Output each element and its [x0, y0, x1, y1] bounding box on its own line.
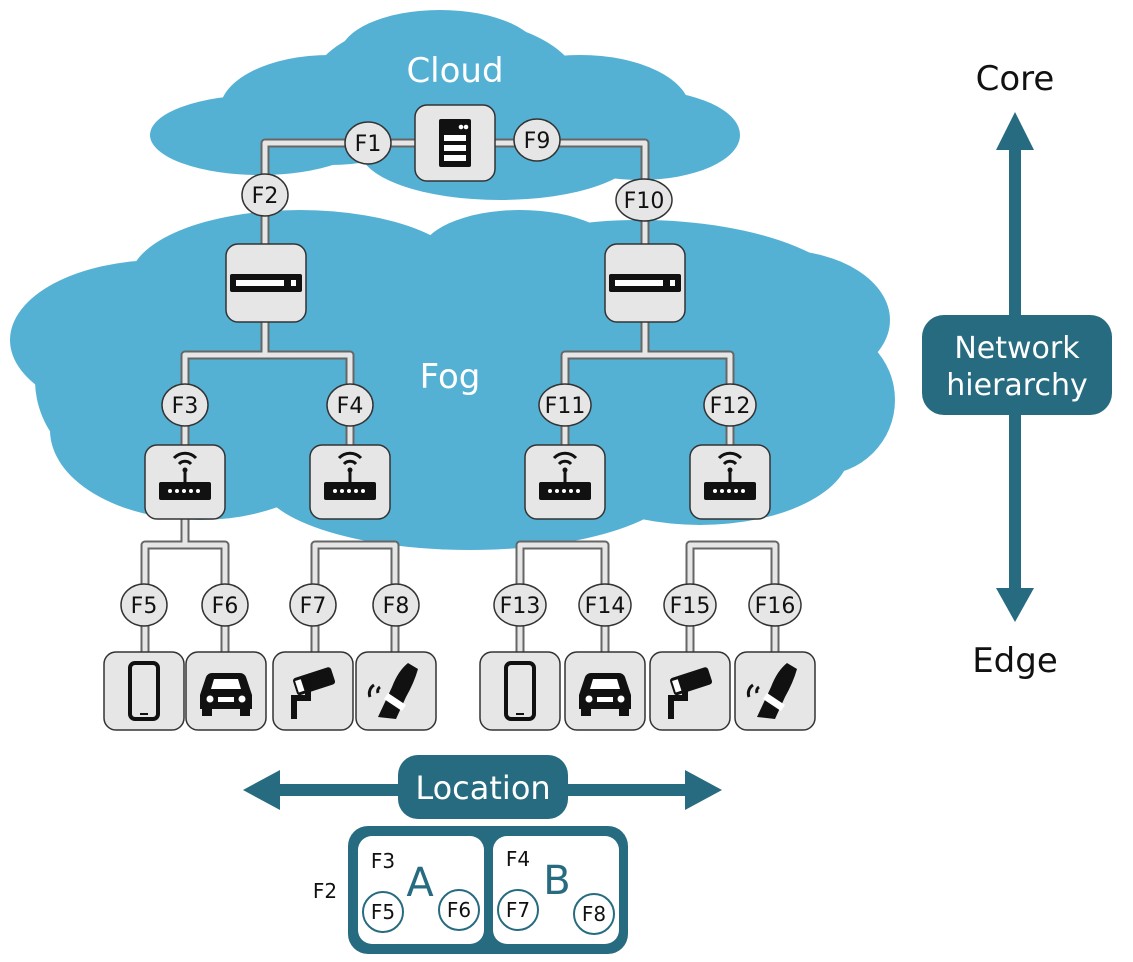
- function-f7: F7: [289, 583, 337, 627]
- function-f16-label: F16: [755, 594, 796, 619]
- function-f3: F3: [161, 383, 209, 427]
- function-f4: F4: [326, 383, 374, 427]
- location-pill: [398, 755, 568, 819]
- arrow-up-icon: [996, 112, 1034, 150]
- function-f1-label: F1: [355, 132, 382, 157]
- switch-node-left: [225, 243, 307, 323]
- function-f2-label: F2: [252, 184, 279, 209]
- router-node-2: [309, 444, 391, 520]
- function-f10-label: F10: [624, 189, 665, 214]
- function-f13-label: F13: [500, 594, 541, 619]
- function-f7-label: F7: [300, 594, 327, 619]
- function-bubbles: F1 F9 F2 F10 F3 F4 F11 F12: [120, 118, 802, 627]
- router-node-1: [144, 444, 226, 520]
- legend-group-b-name: B: [543, 858, 570, 904]
- arrow-right-icon: [685, 770, 722, 810]
- legend-group-b-child-2: F8: [582, 902, 606, 926]
- function-f5: F5: [120, 583, 168, 627]
- function-f5-label: F5: [131, 594, 158, 619]
- legend-group-b-parent: F4: [506, 847, 530, 871]
- router-node-3: [524, 444, 606, 520]
- edge-device-camera-1: [272, 651, 354, 731]
- router-node-4: [689, 444, 771, 520]
- arrow-down-icon: [996, 588, 1034, 622]
- function-f11: F11: [538, 383, 592, 427]
- function-f11-label: F11: [545, 394, 586, 419]
- function-f8: F8: [372, 583, 420, 627]
- function-f6: F6: [201, 583, 249, 627]
- fog-label: Fog: [420, 357, 481, 397]
- edge-device-camera-2: [649, 651, 731, 731]
- function-f8-label: F8: [383, 594, 410, 619]
- core-label: Core: [976, 59, 1055, 99]
- function-f2: F2: [241, 173, 289, 217]
- function-f3-label: F3: [172, 394, 199, 419]
- server-icon: [439, 119, 471, 167]
- hierarchy-label: hierarchy: [946, 368, 1087, 403]
- cloud-label: Cloud: [406, 51, 503, 91]
- edge-device-phone-2: [479, 651, 561, 731]
- location-label: Location: [415, 769, 550, 807]
- function-f13: F13: [493, 583, 547, 627]
- network-label: Network: [954, 331, 1080, 366]
- function-f6-label: F6: [212, 594, 239, 619]
- edge-label: Edge: [972, 641, 1058, 681]
- edge-device-wearable-1: [355, 651, 437, 731]
- edge-device-phone-1: [103, 651, 185, 731]
- function-f12: F12: [703, 383, 757, 427]
- edge-device-car-2: [564, 651, 646, 731]
- edge-device-car-1: [185, 651, 267, 731]
- edge-device-wearable-2: [734, 651, 816, 731]
- legend-group-b-child-1: F7: [506, 898, 530, 922]
- function-f1: F1: [344, 121, 392, 165]
- hierarchy-axis: Core Network hierarchy Edge: [922, 59, 1112, 681]
- hierarchy-pill: [922, 315, 1112, 415]
- switch-node-right: [604, 243, 686, 323]
- switch-icon: [230, 274, 302, 292]
- legend-group-a-child-1: F5: [371, 900, 395, 924]
- legend-parent-label: F2: [313, 879, 337, 903]
- arrow-left-icon: [243, 770, 280, 810]
- function-f9: F9: [513, 118, 561, 162]
- switch-icon: [609, 274, 681, 292]
- function-f9-label: F9: [524, 129, 551, 154]
- function-f14-label: F14: [585, 594, 626, 619]
- legend-group-a-parent: F3: [371, 849, 395, 873]
- function-f10: F10: [615, 178, 673, 222]
- function-f15: F15: [663, 583, 717, 627]
- function-f12-label: F12: [710, 394, 751, 419]
- legend-group-a-name: A: [406, 860, 434, 906]
- legend-group-a-child-2: F6: [447, 898, 471, 922]
- function-f14: F14: [578, 583, 632, 627]
- function-f16: F16: [748, 583, 802, 627]
- function-f15-label: F15: [670, 594, 711, 619]
- location-axis: Location: [243, 755, 722, 819]
- function-f4-label: F4: [337, 394, 364, 419]
- location-grouping-legend: F2 F3 A F5 F6 F4 B F7 F8: [313, 826, 628, 954]
- server-node: [414, 104, 496, 182]
